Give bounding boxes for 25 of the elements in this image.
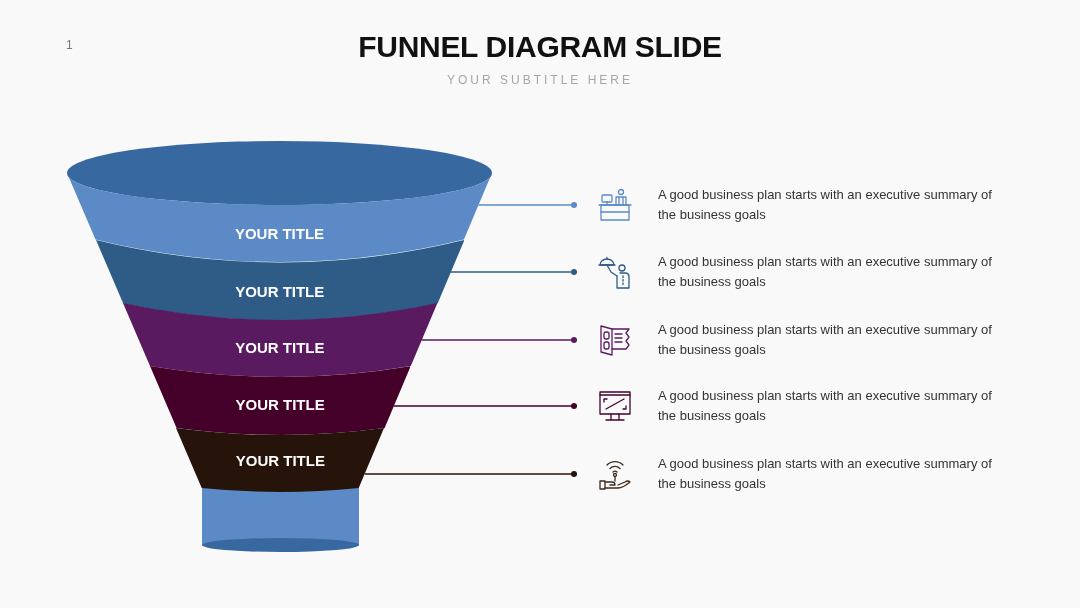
funnel-band: [176, 428, 385, 492]
funnel-band: [149, 366, 411, 435]
funnel-rim: [67, 141, 492, 205]
funnel-band: [122, 303, 438, 377]
description-text: A good business plan starts with an executive summary of the business goals: [658, 455, 993, 493]
slide-subtitle: YOUR SUBTITLE HERE: [447, 73, 633, 88]
description-text: A good business plan starts with an executive summary of the business goals: [658, 253, 993, 291]
leader-line: [392, 403, 578, 409]
band-title: YOUR TITLE: [234, 224, 325, 244]
band-title: YOUR TITLE: [235, 395, 325, 415]
leader-line: [477, 202, 578, 208]
description-text: A good business plan starts with an executive summary of the business goals: [658, 321, 993, 359]
funnel-band: [67, 173, 492, 262]
leader-line: [449, 269, 578, 275]
leader-line: [364, 471, 578, 477]
band-title: YOUR TITLE: [235, 451, 325, 471]
description-text: A good business plan starts with an executive summary of the business goals: [658, 186, 993, 224]
band-title: YOUR TITLE: [235, 282, 325, 302]
leader-line: [420, 337, 578, 343]
page-number: 1: [66, 38, 73, 52]
slide-title: FUNNEL DIAGRAM SLIDE: [358, 29, 722, 65]
funnel-spout: [202, 488, 359, 552]
band-title: YOUR TITLE: [235, 338, 325, 358]
funnel-band: [95, 239, 464, 320]
description-text: A good business plan starts with an executive summary of the business goals: [658, 387, 993, 425]
